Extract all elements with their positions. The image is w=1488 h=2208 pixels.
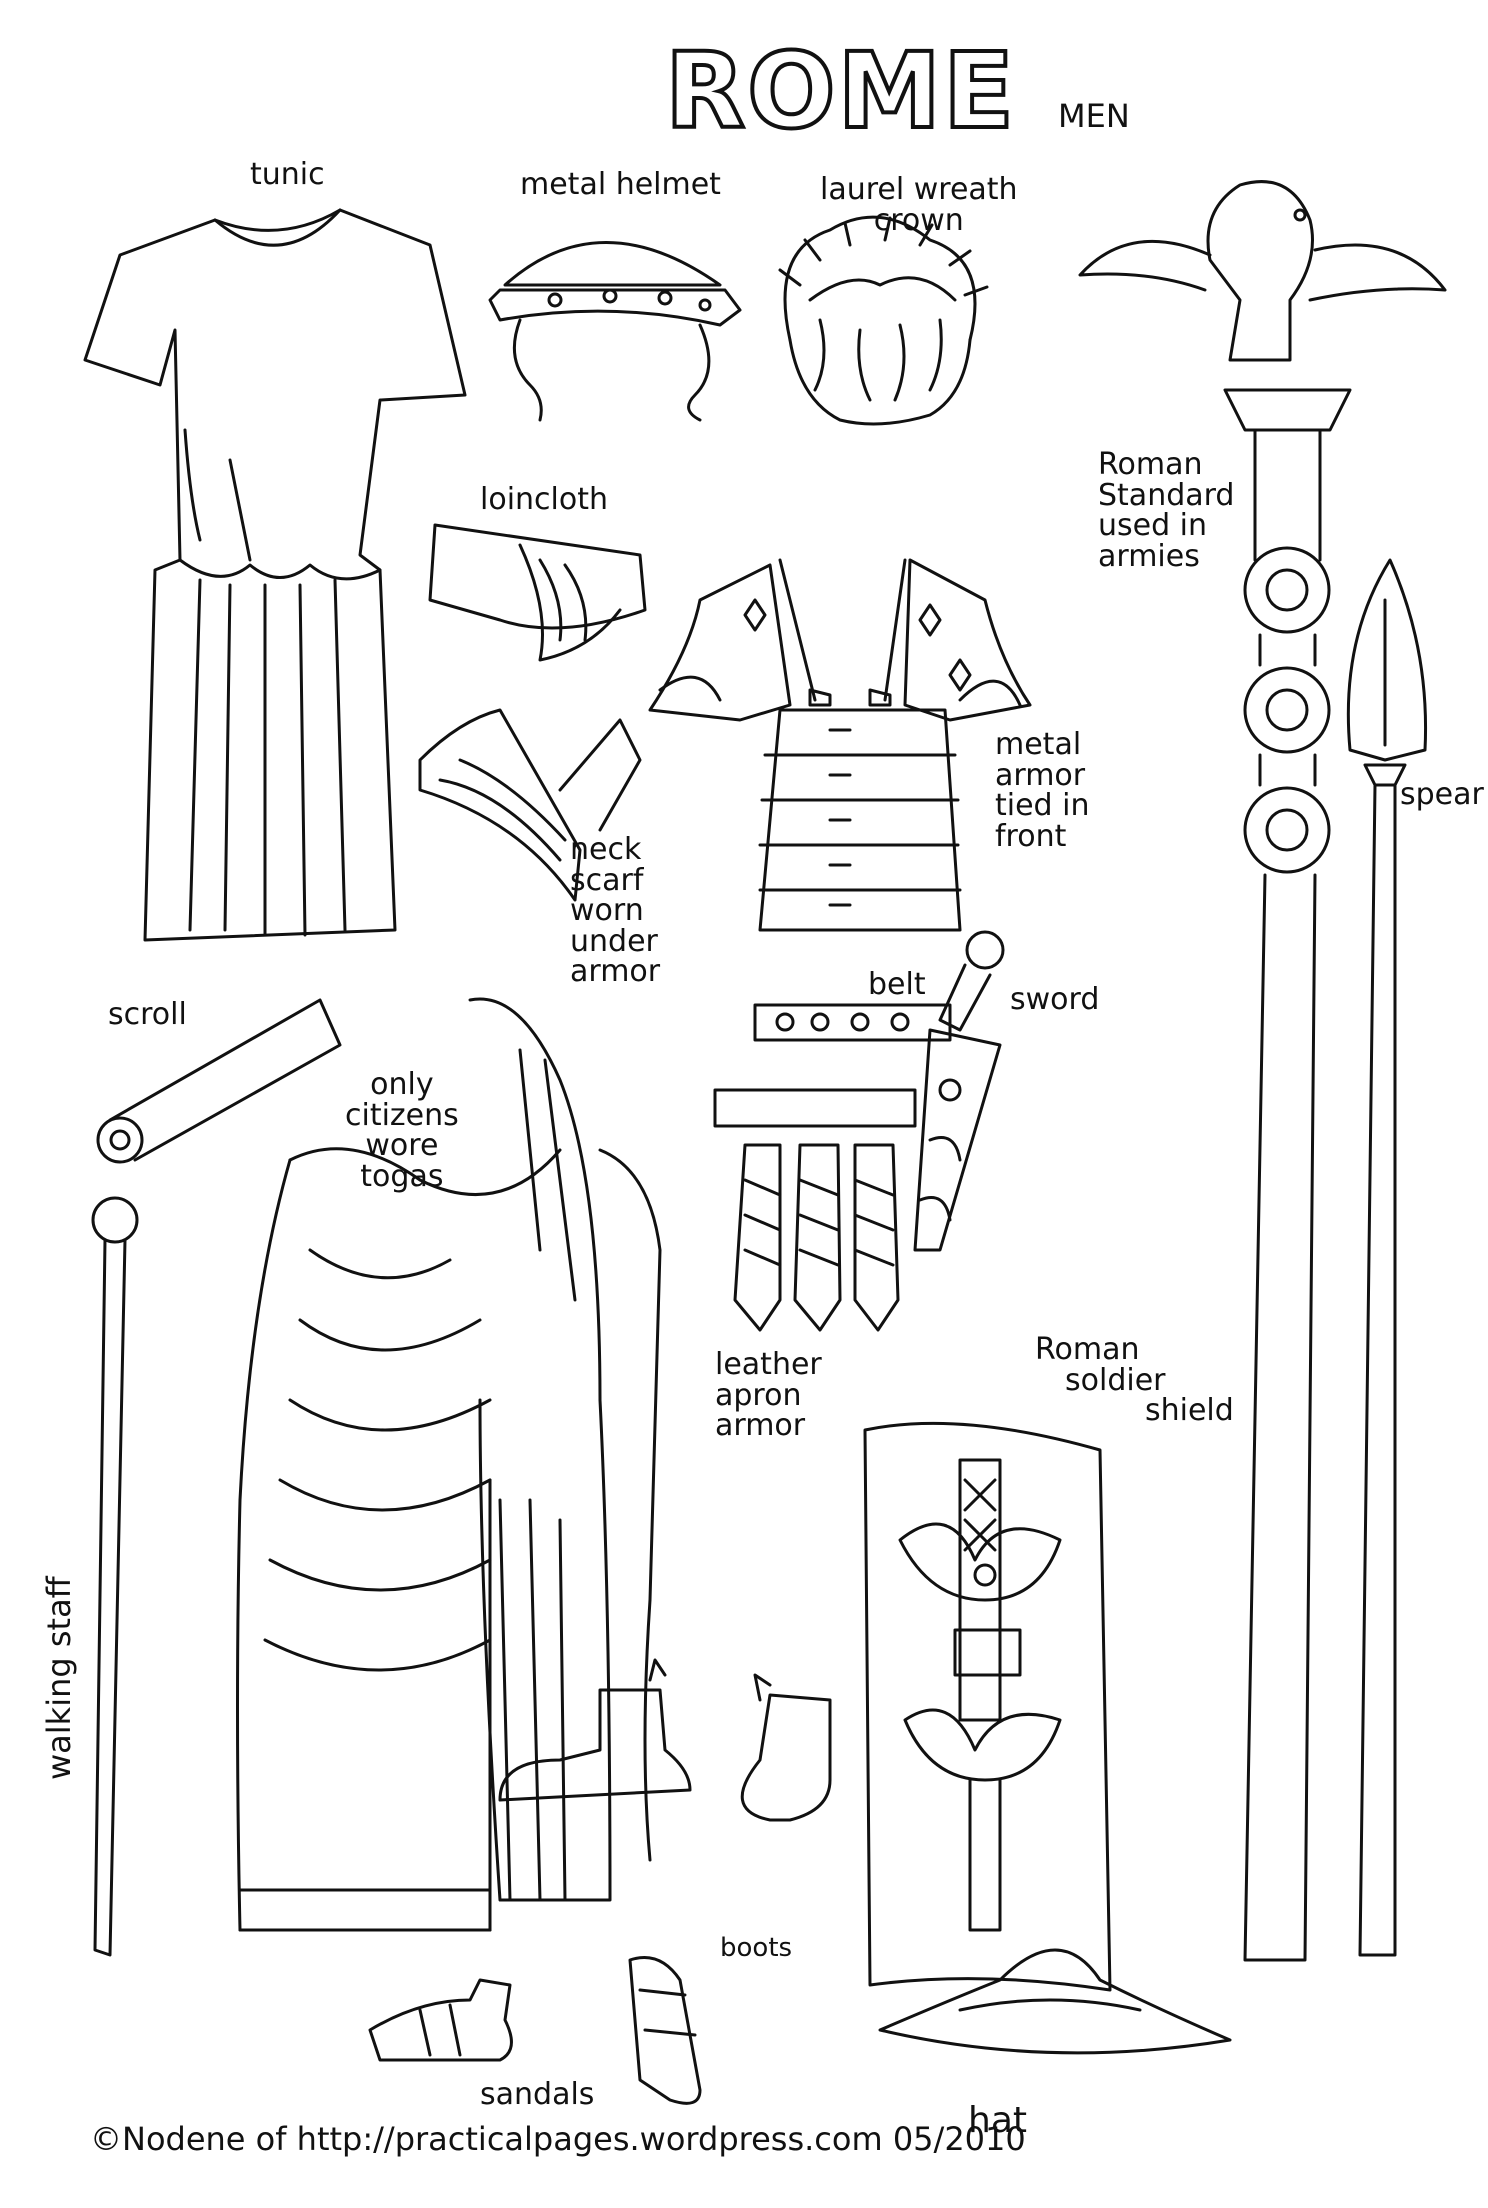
loincloth-drawing bbox=[430, 525, 645, 660]
label-spear: spear bbox=[1400, 777, 1484, 812]
label-metal-armor: metal armor tied in front bbox=[995, 727, 1090, 854]
helmet-drawing bbox=[490, 243, 740, 421]
label-scarf-line-5: armor bbox=[570, 954, 661, 990]
label-hat: hat bbox=[968, 2100, 1027, 2141]
label-scarf-line-1: neck bbox=[570, 832, 642, 867]
label-apron-line-3: armor bbox=[715, 1408, 806, 1444]
label-scarf-line-4: under bbox=[570, 923, 658, 959]
label-belt: belt bbox=[868, 967, 926, 1002]
label-toga-line-3: wore bbox=[365, 1128, 439, 1164]
page-title: ROME bbox=[663, 28, 1017, 154]
belt-drawing bbox=[755, 1005, 950, 1040]
sword-drawing bbox=[915, 932, 1003, 1250]
spear-drawing bbox=[1348, 560, 1425, 1955]
label-toga-line-4: togas bbox=[360, 1158, 444, 1194]
boots-drawing bbox=[500, 1660, 830, 1820]
label-standard-line-4: armies bbox=[1098, 538, 1200, 574]
label-armor-line-1: metal bbox=[995, 727, 1082, 762]
label-laurel-line-2: crown bbox=[873, 202, 964, 238]
label-scarf-line-2: scarf bbox=[570, 862, 644, 898]
label-neck-scarf: neck scarf worn under armor bbox=[570, 832, 661, 990]
label-apron-line-2: apron bbox=[715, 1377, 802, 1413]
label-laurel-wreath: laurel wreath crown bbox=[820, 172, 1018, 238]
label-leather-apron: leather apron armor bbox=[715, 1347, 822, 1444]
toga-drawing bbox=[238, 999, 661, 1930]
label-standard-line-2: Standard bbox=[1098, 477, 1235, 513]
walking-staff-drawing bbox=[93, 1198, 137, 1955]
apron-drawing bbox=[715, 1090, 915, 1330]
label-laurel-line-1: laurel wreath bbox=[820, 172, 1018, 207]
label-sword: sword bbox=[1010, 982, 1100, 1017]
label-roman-soldier-shield: Roman soldier shield bbox=[1035, 1332, 1234, 1429]
label-roman-standard: Roman Standard used in armies bbox=[1098, 447, 1235, 574]
roman-standard-drawing bbox=[1080, 182, 1445, 1960]
label-toga-line-2: citizens bbox=[345, 1097, 459, 1133]
label-loincloth: loincloth bbox=[480, 482, 608, 517]
sandals-drawing bbox=[370, 1958, 700, 2104]
label-apron-line-1: leather bbox=[715, 1347, 822, 1382]
label-boots: boots bbox=[720, 1933, 793, 1963]
label-walking-staff: walking staff bbox=[40, 1576, 78, 1780]
footer-credit: ©Nodene of http://practicalpages.wordpre… bbox=[90, 2120, 1026, 2158]
metal-armor-drawing bbox=[650, 560, 1030, 930]
label-shield-line-1: Roman bbox=[1035, 1332, 1140, 1367]
label-armor-line-2: armor bbox=[995, 757, 1086, 793]
page-subtitle: MEN bbox=[1058, 97, 1130, 135]
scarf-drawing bbox=[420, 710, 640, 900]
scroll-drawing bbox=[98, 1000, 340, 1162]
label-scroll: scroll bbox=[108, 997, 187, 1032]
label-shield-line-3: shield bbox=[1145, 1393, 1234, 1429]
label-toga-line-1: only bbox=[370, 1067, 434, 1102]
tunic-drawing bbox=[85, 210, 465, 940]
shield-drawing bbox=[865, 1423, 1110, 1990]
label-standard-line-3: used in bbox=[1098, 508, 1208, 544]
label-armor-line-4: front bbox=[995, 818, 1067, 854]
label-shield-line-2: soldier bbox=[1065, 1362, 1166, 1398]
label-metal-helmet: metal helmet bbox=[520, 167, 721, 202]
label-armor-line-3: tied in bbox=[995, 788, 1090, 824]
label-scarf-line-3: worn bbox=[570, 893, 644, 929]
label-toga: only citizens wore togas bbox=[345, 1067, 459, 1194]
label-sandals: sandals bbox=[480, 2077, 595, 2112]
label-standard-line-1: Roman bbox=[1098, 447, 1203, 482]
label-tunic: tunic bbox=[250, 157, 325, 192]
hat-drawing bbox=[880, 1950, 1230, 2053]
laurel-drawing bbox=[780, 217, 987, 424]
